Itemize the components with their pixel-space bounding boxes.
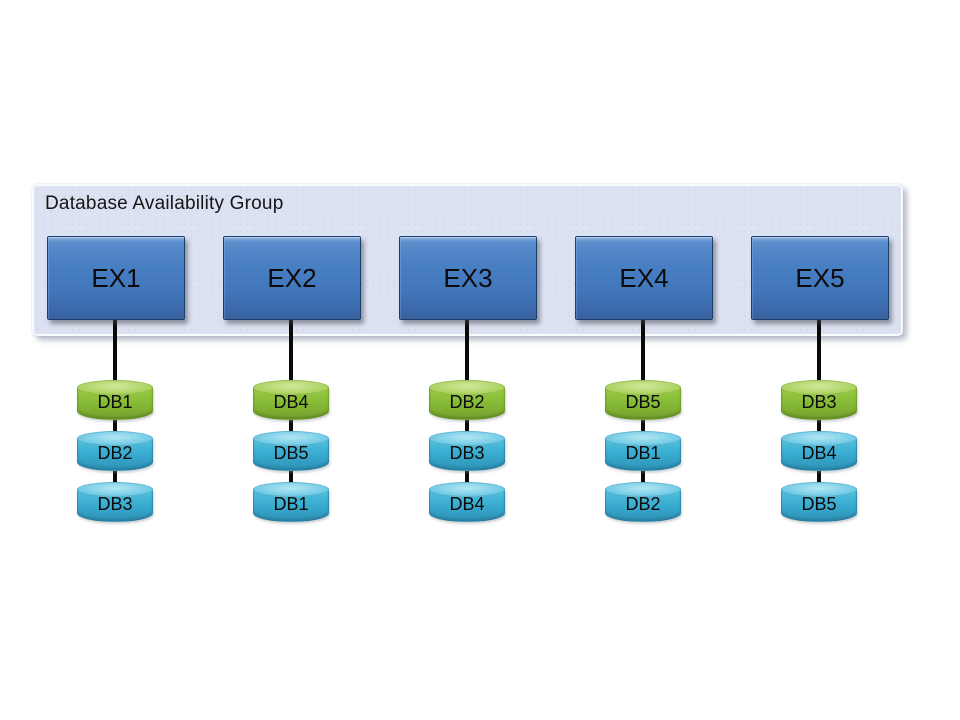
database-node-active: DB2 (429, 380, 505, 420)
cylinder-top (781, 380, 857, 395)
database-node-active: DB3 (781, 380, 857, 420)
database-node-copy: DB5 (253, 431, 329, 471)
cylinder-top (605, 482, 681, 497)
cylinder-top (781, 482, 857, 497)
database-label: DB3 (97, 494, 133, 514)
database-node-copy: DB1 (605, 431, 681, 471)
cylinder-top (429, 380, 505, 395)
database-label: DB1 (625, 443, 661, 463)
cylinder-top (77, 380, 153, 395)
server-node: EX3 (399, 236, 537, 320)
server-column-ex1: EX1 DB1 DB2 DB3 (47, 236, 185, 526)
server-label: EX4 (619, 262, 669, 293)
server-label: EX2 (267, 262, 317, 293)
server-column-ex5: EX5 DB3 DB4 DB5 (751, 236, 889, 526)
database-label: DB3 (449, 443, 485, 463)
database-label: DB4 (449, 494, 485, 514)
database-node-copy: DB3 (77, 482, 153, 522)
server-node: EX5 (751, 236, 889, 320)
cylinder-top (605, 380, 681, 395)
server-column-ex2: EX2 DB4 DB5 DB1 (223, 236, 361, 526)
database-node-active: DB4 (253, 380, 329, 420)
cylinder-top (429, 431, 505, 446)
database-label: DB2 (449, 392, 485, 412)
database-node-copy: DB4 (429, 482, 505, 522)
server-node: EX2 (223, 236, 361, 320)
database-node-copy: DB2 (605, 482, 681, 522)
server-node: EX1 (47, 236, 185, 320)
database-label: DB5 (625, 392, 661, 412)
server-column-ex4: EX4 DB5 DB1 DB2 (575, 236, 713, 526)
server-column-ex3: EX3 DB2 DB3 DB4 (399, 236, 537, 526)
database-node-copy: DB1 (253, 482, 329, 522)
cylinder-top (781, 431, 857, 446)
database-label: DB5 (273, 443, 309, 463)
database-label: DB2 (625, 494, 661, 514)
database-label: DB4 (801, 443, 837, 463)
server-node: EX4 (575, 236, 713, 320)
database-node-copy: DB4 (781, 431, 857, 471)
database-node-copy: DB2 (77, 431, 153, 471)
cylinder-top (605, 431, 681, 446)
database-label: DB4 (273, 392, 309, 412)
database-node-copy: DB3 (429, 431, 505, 471)
database-node-copy: DB5 (781, 482, 857, 522)
cylinder-top (77, 431, 153, 446)
database-node-active: DB5 (605, 380, 681, 420)
database-label: DB1 (273, 494, 309, 514)
cylinder-top (429, 482, 505, 497)
cylinder-top (253, 482, 329, 497)
cylinder-top (253, 380, 329, 395)
dag-title: Database Availability Group (45, 193, 284, 214)
database-node-active: DB1 (77, 380, 153, 420)
server-label: EX5 (795, 262, 845, 293)
server-label: EX1 (91, 262, 141, 293)
cylinder-top (77, 482, 153, 497)
server-label: EX3 (443, 262, 493, 293)
cylinder-top (253, 431, 329, 446)
database-label: DB2 (97, 443, 133, 463)
database-label: DB5 (801, 494, 837, 514)
database-label: DB1 (97, 392, 133, 412)
database-label: DB3 (801, 392, 837, 412)
